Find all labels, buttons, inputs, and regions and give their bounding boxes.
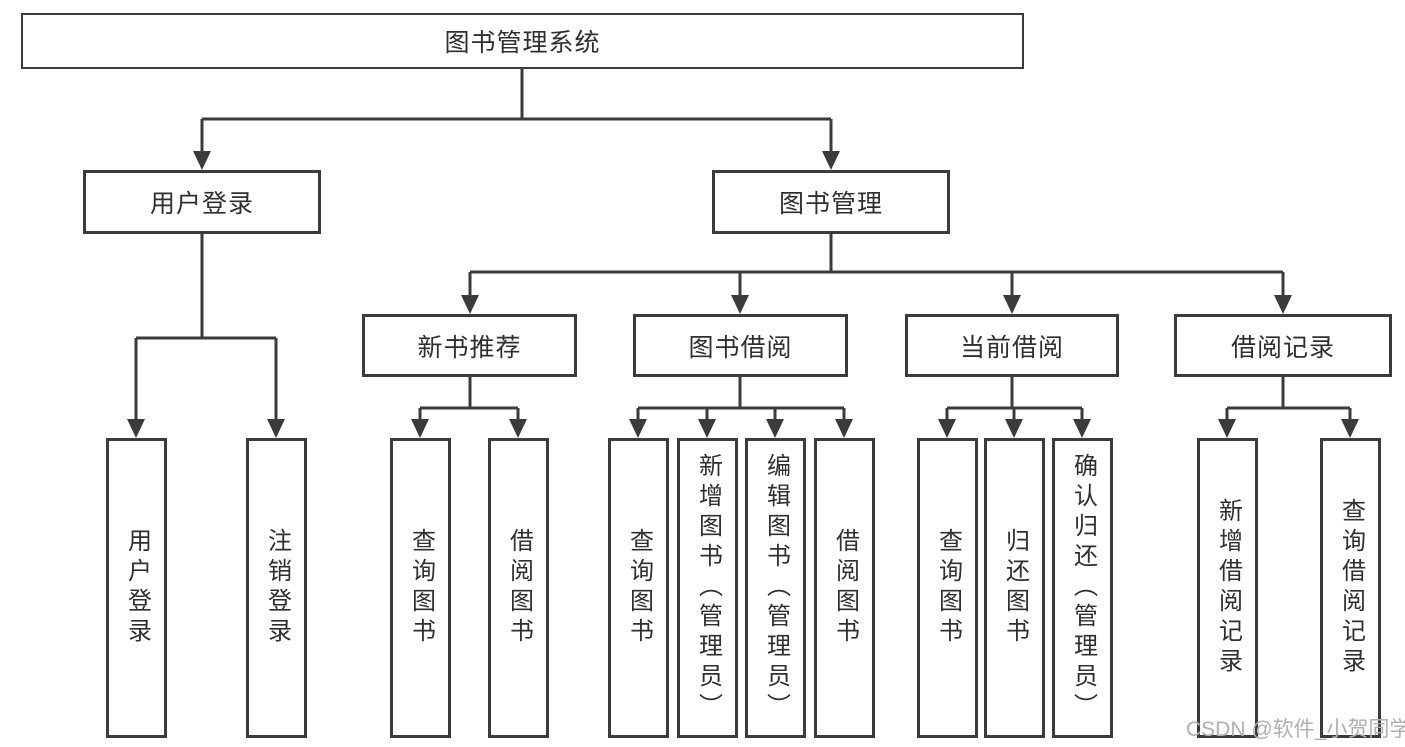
node-label: 图书管理系统 [444,29,601,57]
arrow-down-icon [127,419,145,438]
node-current-borrow: 当前借阅 [905,314,1119,377]
node-book-borrow: 图书借阅 [633,314,848,377]
node-book-management: 图书管理 [712,170,950,234]
leaf-user-login: 用户登录 [106,438,167,738]
arrow-down-icon [1003,295,1021,314]
arrow-down-icon [766,419,784,438]
leaf-label: 借阅图书 [505,528,533,648]
arrow-down-icon [193,151,211,170]
leaf-label: 编辑图书（管理员） [762,453,790,723]
node-label: 当前借阅 [959,333,1064,362]
leaf-logout: 注销登录 [246,438,307,738]
node-label: 图书管理 [778,190,883,218]
leaf-query-books-2: 查询图书 [608,438,669,738]
leaf-label: 查询图书 [934,528,962,648]
node-label: 图书借阅 [688,333,793,362]
node-label: 借阅记录 [1230,333,1335,362]
arrow-down-icon [1218,419,1236,438]
arrow-down-icon [835,419,853,438]
leaf-label: 确认归还（管理员） [1069,453,1097,723]
leaf-label: 查询图书 [625,528,653,648]
leaf-label: 用户登录 [123,528,151,648]
node-library-management-system: 图书管理系统 [21,13,1024,69]
arrow-down-icon [731,295,749,314]
leaf-borrow-books-1: 借阅图书 [488,438,549,738]
arrow-down-icon [1341,419,1359,438]
node-borrow-records: 借阅记录 [1174,314,1392,377]
leaf-borrow-books-2: 借阅图书 [814,438,875,738]
node-new-book-recommend: 新书推荐 [362,314,577,377]
leaf-add-borrow-record: 新增借阅记录 [1197,438,1258,738]
leaf-confirm-return-admin: 确认归还（管理员） [1052,438,1113,738]
leaf-add-books-admin: 新增图书（管理员） [677,438,738,738]
leaf-query-books-3: 查询图书 [917,438,978,738]
node-label: 新书推荐 [417,333,522,362]
arrow-down-icon [411,419,429,438]
arrow-down-icon [1274,295,1292,314]
node-user-login: 用户登录 [83,170,321,234]
leaf-label: 查询图书 [407,528,435,648]
leaf-label: 新增借阅记录 [1214,498,1242,678]
arrow-down-icon [938,419,956,438]
leaf-return-books: 归还图书 [984,438,1045,738]
arrow-down-icon [629,419,647,438]
leaf-query-books-1: 查询图书 [390,438,451,738]
csdn-watermark: CSDN @软件_小贺同学 [1186,718,1405,741]
arrow-down-icon [1005,419,1023,438]
leaf-query-borrow-record: 查询借阅记录 [1320,438,1381,738]
arrow-down-icon [822,151,840,170]
leaf-label: 新增图书（管理员） [694,453,722,723]
leaf-label: 借阅图书 [831,528,859,648]
leaf-label: 查询借阅记录 [1337,498,1365,678]
arrow-down-icon [1073,419,1091,438]
arrow-down-icon [267,419,285,438]
arrow-down-icon [509,419,527,438]
leaf-label: 归还图书 [1001,528,1029,648]
leaf-label: 注销登录 [263,528,291,648]
node-label: 用户登录 [149,190,254,218]
arrow-down-icon [698,419,716,438]
arrow-down-icon [461,295,479,314]
leaf-edit-books-admin: 编辑图书（管理员） [745,438,806,738]
